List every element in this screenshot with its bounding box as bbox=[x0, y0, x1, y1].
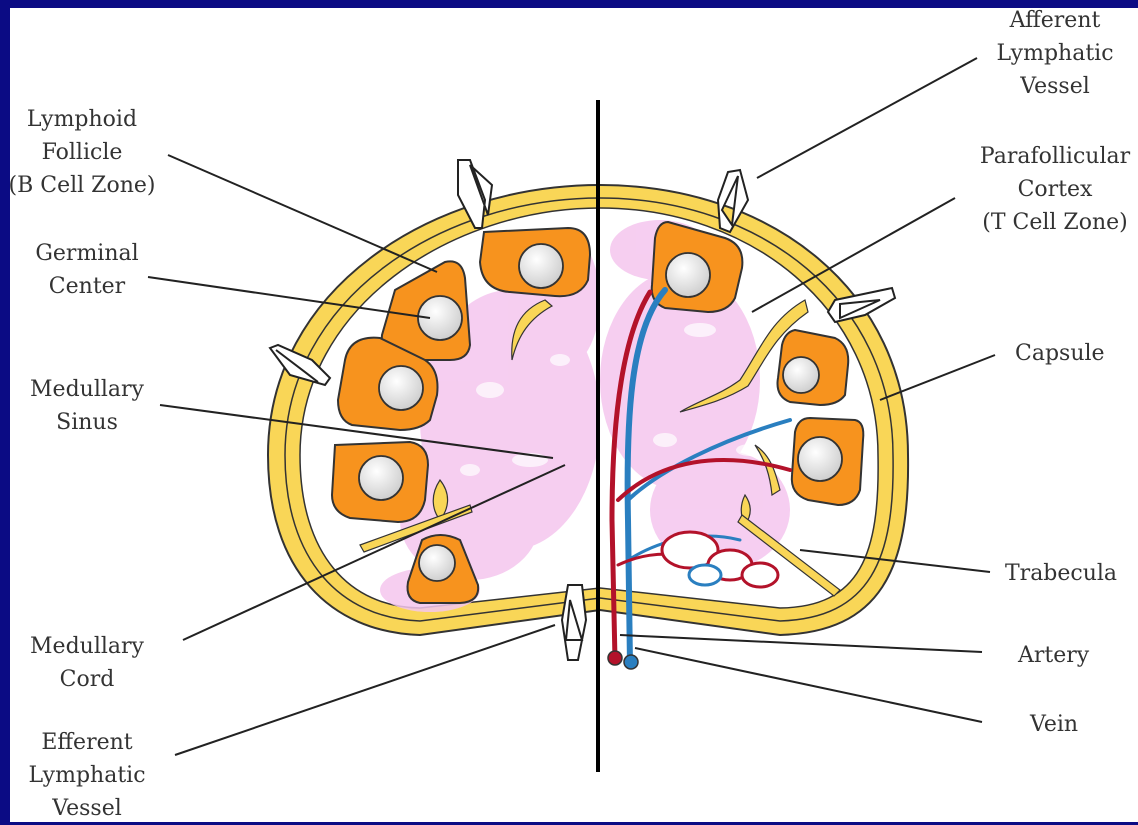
label-medullary-sinus: Medullary Sinus bbox=[12, 373, 162, 439]
label-parafollicular-cortex: Parafollicular Cortex (T Cell Zone) bbox=[972, 140, 1138, 239]
label-afferent-lymphatic-vessel: Afferent Lymphatic Vessel bbox=[980, 4, 1130, 103]
label-lymphoid-follicle: Lymphoid Follicle (B Cell Zone) bbox=[2, 103, 162, 202]
label-capsule: Capsule bbox=[1015, 337, 1105, 370]
label-trabecula: Trabecula bbox=[1005, 557, 1117, 590]
leader-artery bbox=[620, 635, 982, 652]
leader-lymphoid-follicle bbox=[168, 155, 437, 272]
label-germinal-center: Germinal Center bbox=[12, 237, 162, 303]
label-efferent-lymphatic-vessel: Efferent Lymphatic Vessel bbox=[12, 726, 162, 825]
artery-end bbox=[608, 651, 622, 665]
leader-efferent-vessel bbox=[175, 625, 555, 755]
label-artery: Artery bbox=[1018, 639, 1089, 672]
label-vein: Vein bbox=[1030, 708, 1078, 741]
leader-afferent-vessel bbox=[757, 58, 977, 178]
vein-end bbox=[624, 655, 638, 669]
label-medullary-cord: Medullary Cord bbox=[12, 630, 162, 696]
leader-vein bbox=[635, 648, 982, 722]
